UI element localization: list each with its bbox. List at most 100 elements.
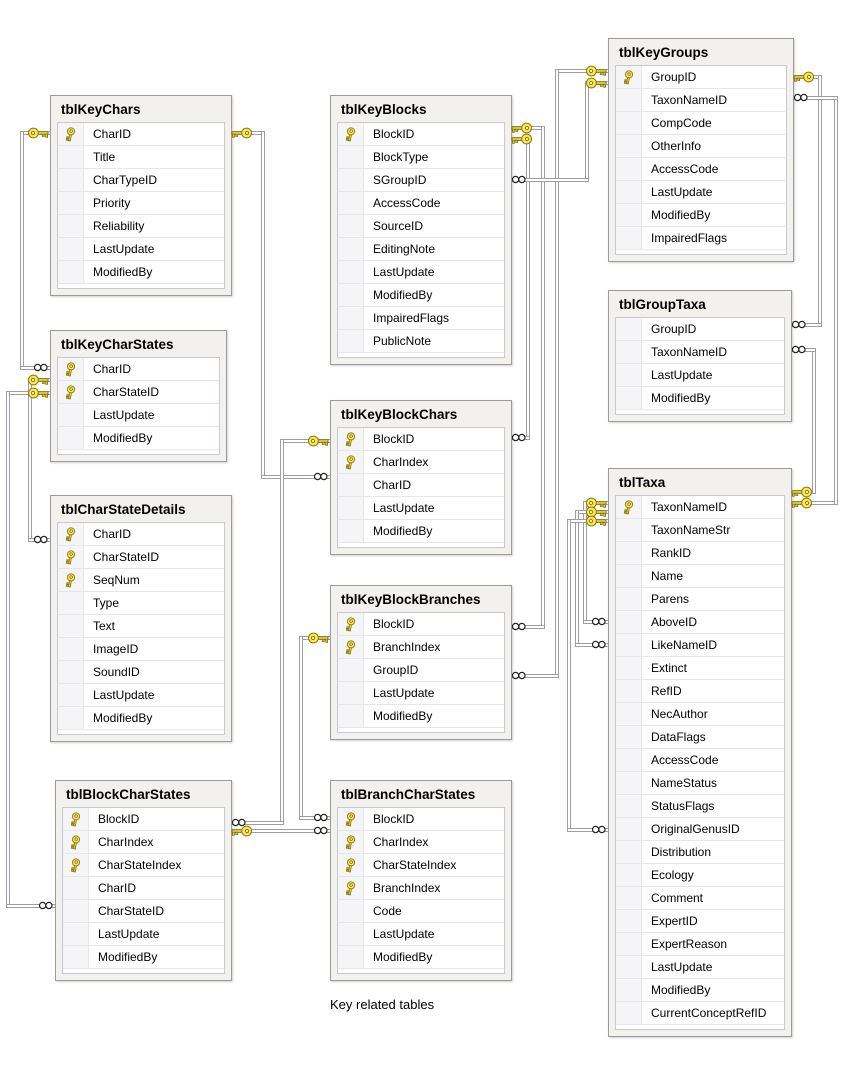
- field-row[interactable]: ModifiedBy: [338, 705, 504, 728]
- relationship-line-tblKeyCharStates-to-tblBlockCharStates[interactable]: [6, 391, 10, 908]
- field-row[interactable]: SGroupID: [338, 169, 504, 192]
- field-row[interactable]: BlockID: [338, 123, 504, 146]
- table-title[interactable]: tblKeyBlocks: [341, 102, 427, 117]
- field-row[interactable]: ModifiedBy: [616, 204, 786, 227]
- field-row[interactable]: LastUpdate: [338, 682, 504, 705]
- field-row[interactable]: CharID: [58, 123, 224, 146]
- field-row[interactable]: Comment: [616, 887, 784, 910]
- field-row[interactable]: LastUpdate: [616, 956, 784, 979]
- field-row[interactable]: AccessCode: [616, 749, 784, 772]
- table-title[interactable]: tblBlockCharStates: [66, 787, 191, 802]
- field-row[interactable]: BranchIndex: [338, 636, 504, 659]
- field-row[interactable]: LastUpdate: [58, 404, 219, 427]
- field-row[interactable]: LastUpdate: [58, 684, 224, 707]
- field-row[interactable]: ExpertID: [616, 910, 784, 933]
- field-row[interactable]: SourceID: [338, 215, 504, 238]
- field-row[interactable]: TaxonNameID: [616, 341, 784, 364]
- field-row[interactable]: ImpairedFlags: [338, 307, 504, 330]
- table-title[interactable]: tblCharStateDetails: [61, 502, 186, 517]
- relationship-line-tblKeyBlockChars-to-tblBlockCharStates[interactable]: [280, 439, 284, 825]
- relationship-line-tblKeyGroups-to-tblGroupTaxa[interactable]: [818, 75, 822, 327]
- field-row[interactable]: LastUpdate: [616, 181, 786, 204]
- field-row[interactable]: GroupID: [616, 66, 786, 89]
- field-row[interactable]: Extinct: [616, 657, 784, 680]
- field-row[interactable]: Code: [338, 900, 504, 923]
- relationship-line-tblKeyGroups-to-tblKeyBlocks[interactable]: [585, 81, 589, 182]
- field-row[interactable]: CharStateID: [58, 546, 224, 569]
- field-row[interactable]: BlockType: [338, 146, 504, 169]
- field-row[interactable]: TaxonNameID: [616, 89, 786, 112]
- field-row[interactable]: Priority: [58, 192, 224, 215]
- field-row[interactable]: ModifiedBy: [338, 946, 504, 969]
- field-row[interactable]: BlockID: [338, 613, 504, 636]
- field-row[interactable]: AboveID: [616, 611, 784, 634]
- field-row[interactable]: LastUpdate: [63, 923, 224, 946]
- field-row[interactable]: BlockID: [338, 808, 504, 831]
- field-row[interactable]: CharIndex: [338, 831, 504, 854]
- field-row[interactable]: CharStateID: [63, 900, 224, 923]
- field-row[interactable]: BranchIndex: [338, 877, 504, 900]
- field-row[interactable]: CharStateIndex: [338, 854, 504, 877]
- field-row[interactable]: CharIndex: [338, 451, 504, 474]
- field-row[interactable]: CharTypeID: [58, 169, 224, 192]
- relationship-line-tblTaxa-to-tblTaxa[interactable]: [567, 519, 571, 832]
- relationship-line-tblKeyBlockBranches-to-tblBranchCharStates[interactable]: [299, 636, 303, 820]
- field-row[interactable]: LastUpdate: [338, 497, 504, 520]
- field-row[interactable]: AccessCode: [338, 192, 504, 215]
- table-title[interactable]: tblKeyBlockBranches: [341, 592, 481, 607]
- field-row[interactable]: CharIndex: [63, 831, 224, 854]
- field-row[interactable]: Distribution: [616, 841, 784, 864]
- relationship-line-tblKeyCharStates-to-tblCharStateDetails[interactable]: [28, 378, 32, 542]
- relationship-line-tblKeyChars-to-tblKeyCharStates[interactable]: [20, 131, 24, 370]
- field-row[interactable]: Ecology: [616, 864, 784, 887]
- field-row[interactable]: CharStateIndex: [63, 854, 224, 877]
- field-row[interactable]: AccessCode: [616, 158, 786, 181]
- field-row[interactable]: ModifiedBy: [338, 520, 504, 543]
- field-row[interactable]: ExpertReason: [616, 933, 784, 956]
- field-row[interactable]: Reliability: [58, 215, 224, 238]
- relationship-line-tblTaxa-to-tblKeyGroups[interactable]: [834, 96, 838, 505]
- field-row[interactable]: DataFlags: [616, 726, 784, 749]
- field-row[interactable]: Title: [58, 146, 224, 169]
- field-row[interactable]: ImpairedFlags: [616, 227, 786, 250]
- field-row[interactable]: Text: [58, 615, 224, 638]
- field-row[interactable]: ImageID: [58, 638, 224, 661]
- field-row[interactable]: OriginalGenusID: [616, 818, 784, 841]
- field-row[interactable]: StatusFlags: [616, 795, 784, 818]
- table-title[interactable]: tblKeyChars: [61, 102, 141, 117]
- field-row[interactable]: LikeNameID: [616, 634, 784, 657]
- field-row[interactable]: ModifiedBy: [616, 979, 784, 1002]
- table-title[interactable]: tblBranchCharStates: [341, 787, 476, 802]
- field-row[interactable]: LastUpdate: [616, 364, 784, 387]
- field-row[interactable]: NecAuthor: [616, 703, 784, 726]
- table-title[interactable]: tblKeyBlockChars: [341, 407, 458, 422]
- field-row[interactable]: BlockID: [63, 808, 224, 831]
- field-row[interactable]: SeqNum: [58, 569, 224, 592]
- table-title[interactable]: tblGroupTaxa: [619, 297, 706, 312]
- field-row[interactable]: Parens: [616, 588, 784, 611]
- field-row[interactable]: GroupID: [338, 659, 504, 682]
- field-row[interactable]: RefID: [616, 680, 784, 703]
- relationship-line-tblTaxa-to-tblGroupTaxa[interactable]: [812, 348, 816, 494]
- field-row[interactable]: ModifiedBy: [58, 261, 224, 284]
- field-row[interactable]: CharID: [338, 474, 504, 497]
- field-row[interactable]: LastUpdate: [338, 261, 504, 284]
- field-row[interactable]: CharID: [63, 877, 224, 900]
- table-title[interactable]: tblKeyCharStates: [61, 337, 174, 352]
- field-row[interactable]: NameStatus: [616, 772, 784, 795]
- field-row[interactable]: OtherInfo: [616, 135, 786, 158]
- relationship-line-tblKeyChars-to-tblKeyBlockChars[interactable]: [261, 131, 265, 479]
- field-row[interactable]: BlockID: [338, 428, 504, 451]
- field-row[interactable]: CurrentConceptRefID: [616, 1002, 784, 1025]
- field-row[interactable]: EditingNote: [338, 238, 504, 261]
- field-row[interactable]: CharID: [58, 358, 219, 381]
